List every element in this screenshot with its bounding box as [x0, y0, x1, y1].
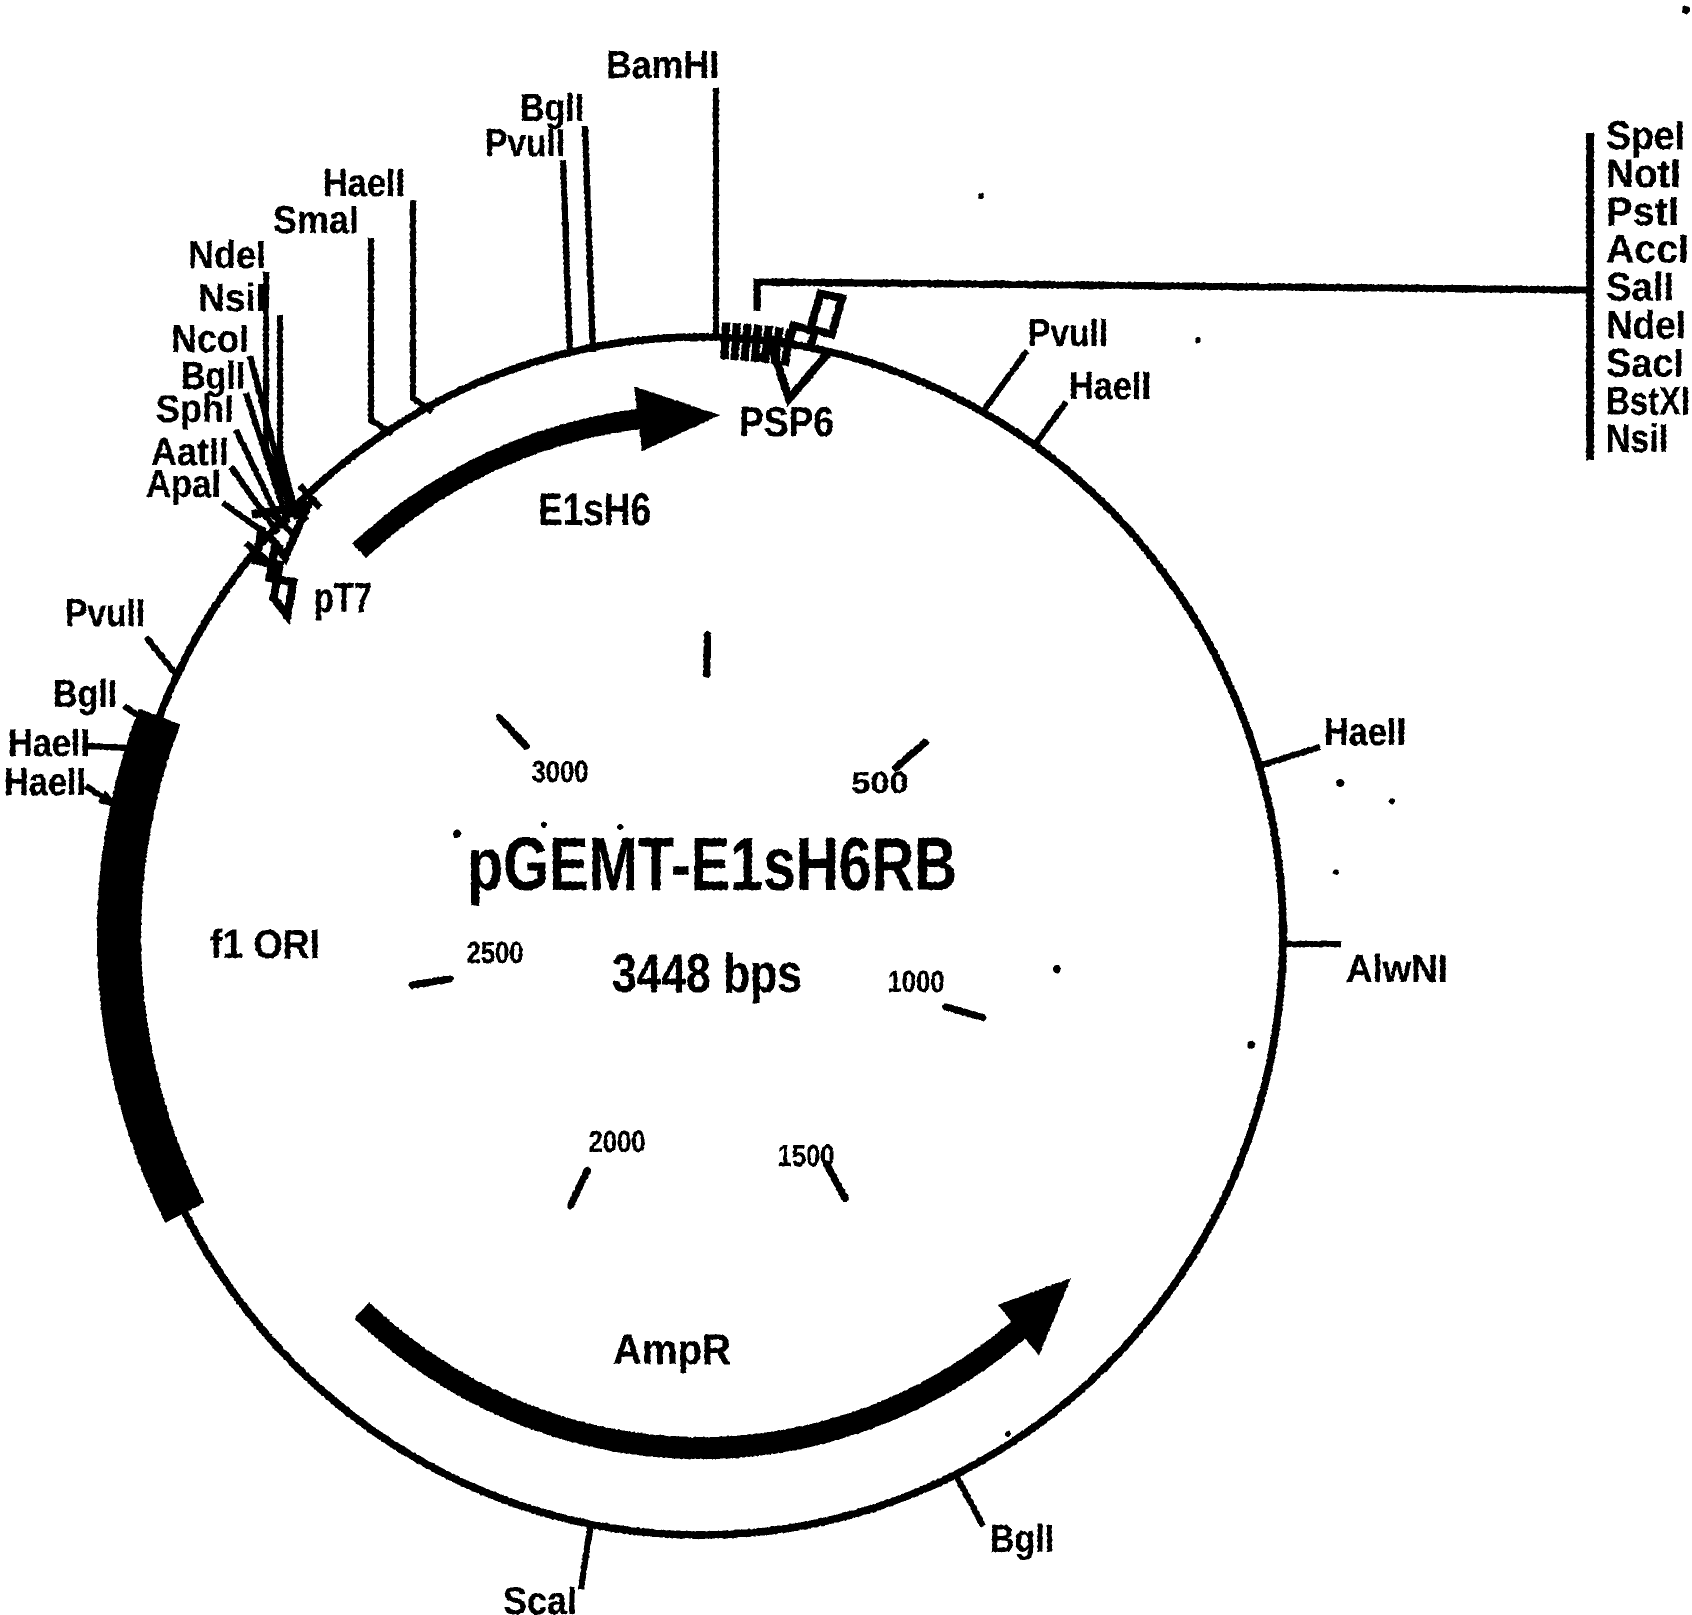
scan-speckle-2	[978, 193, 984, 199]
mcs-site-label-NdeI: NdeI	[1606, 304, 1686, 348]
scan-speckle-9	[617, 824, 623, 830]
mcs-site-label-BstXI: BstXI	[1606, 379, 1690, 423]
scan-speckle-6	[1247, 1041, 1255, 1049]
site-label-HaeII-17: HaeII	[1069, 365, 1151, 408]
site-leader-PvuII-12	[143, 635, 180, 678]
scale-tick-3000	[495, 713, 530, 750]
feature-arrow-body-AmpR	[354, 1302, 1027, 1460]
scale-number-3000: 3000	[532, 754, 589, 789]
site-label-BglI-13: BglI	[53, 673, 117, 716]
scale-tick-1000	[942, 1003, 987, 1022]
scan-speckle-8	[541, 822, 547, 828]
site-leader-AatII-10	[228, 465, 281, 535]
site-leader-HaeII-3	[410, 200, 434, 415]
scan-speckle-3	[1336, 779, 1344, 787]
cluster-tick-mcs-top-2	[740, 323, 752, 362]
promoter-label-PSP6: PSP6	[739, 398, 834, 445]
mcs-site-label-NsiI: NsiI	[1606, 417, 1668, 461]
site-label-NdeI-5: NdeI	[188, 234, 266, 277]
promoter-label-pT7: pT7	[314, 574, 372, 621]
site-leader-arrowhead-HaeII	[97, 790, 121, 809]
promoter-arrow-pT7	[251, 499, 315, 626]
feature-label-f1-ORI: f1 ORI	[210, 921, 320, 967]
scan-speckle-13	[1005, 1431, 1011, 1437]
scale-number-2000: 2000	[589, 1124, 646, 1159]
site-label-BglI-20: BglI	[990, 1518, 1054, 1561]
site-label-SphI-9: SphI	[156, 388, 234, 431]
site-leader-SmaI-4	[368, 238, 394, 437]
site-leader-BglI-8	[243, 392, 291, 524]
site-label-PvuII-2: PvuII	[485, 122, 565, 165]
scan-speckle-7	[453, 830, 461, 838]
site-label-SmaI-4: SmaI	[273, 199, 359, 242]
scale-number-2500: 2500	[467, 935, 524, 970]
scale-tick-500	[892, 738, 929, 772]
scan-speckle-10	[1053, 965, 1061, 973]
plasmid-size: 3448 bps	[612, 942, 802, 1004]
mcs-site-label-AccI: AccI	[1606, 228, 1689, 272]
mcs-site-label-PstI: PstI	[1606, 190, 1679, 234]
scale-number-1500: 1500	[778, 1138, 835, 1173]
mcs-site-label-SacI: SacI	[1606, 341, 1684, 385]
scale-tick-0	[703, 631, 712, 678]
site-leader-PvuII-16	[981, 349, 1030, 412]
scan-speckle-5	[1333, 869, 1339, 875]
site-leader-NcoI-7	[247, 355, 295, 518]
scan-speckle-12	[656, 1344, 662, 1350]
site-leader-PvuII-2	[560, 159, 573, 356]
scan-speckle-4	[1389, 798, 1395, 804]
site-label-NsiI-6: NsiI	[198, 277, 266, 320]
site-label-ScaI-21: ScaI	[503, 1580, 577, 1615]
site-leader-BglI-1	[582, 125, 596, 353]
site-label-AatII-10: AatII	[151, 431, 229, 474]
site-leader-HaeII-18	[1258, 744, 1321, 769]
cluster-tick-mcs-top-3	[750, 324, 763, 363]
site-label-AlwNI-19: AlwNI	[1346, 948, 1448, 991]
site-label-PvuII-16: PvuII	[1028, 312, 1108, 355]
scale-tick-2000	[566, 1166, 592, 1210]
promoter-arrow-PSP6	[763, 289, 848, 408]
feature-label-E1sH6: E1sH6	[538, 484, 651, 535]
cluster-tick-mcs-top-0	[720, 322, 730, 360]
scale-number-1000: 1000	[888, 964, 945, 999]
feature-arrow-body-E1sH6	[352, 408, 641, 559]
site-leader-NsiI-6	[277, 315, 300, 520]
scale-tick-1500	[822, 1160, 849, 1202]
site-label-NcoI-7: NcoI	[171, 318, 249, 361]
feature-band-f1-ORI	[97, 708, 205, 1223]
site-label-HaeII-3: HaeII	[323, 162, 405, 205]
mcs-connector-line	[753, 278, 1591, 311]
site-label-HaeII-15: HaeII	[4, 761, 86, 804]
scale-number-500: 500	[852, 765, 909, 800]
scan-speckle-1	[1195, 337, 1201, 343]
site-label-HaeII-14: HaeII	[8, 722, 90, 765]
plasmid-title: pGEMT-E1sH6RB	[467, 822, 957, 906]
feature-arrow-head-E1sH6	[634, 386, 720, 452]
feature-arrow-head-AmpR	[997, 1278, 1071, 1356]
site-label-BglI-8: BglI	[181, 355, 245, 398]
mcs-site-label-SalI: SalI	[1606, 266, 1674, 310]
site-label-ApaI-11: ApaI	[146, 463, 221, 506]
site-leader-BglI-13	[122, 703, 159, 732]
site-label-HaeII-18: HaeII	[1324, 711, 1406, 754]
scale-tick-2500	[408, 975, 454, 989]
site-label-BamHI-0: BamHI	[606, 44, 719, 87]
scan-speckle-11	[1682, 6, 1690, 14]
feature-label-AmpR: AmpR	[613, 1326, 731, 1374]
cluster-tick-mcs-top-1	[730, 322, 741, 361]
scan-speckle-0	[756, 353, 764, 361]
site-label-BglI-1: BglI	[520, 87, 584, 130]
site-leader-ScaI-21	[578, 1526, 593, 1590]
mcs-site-label-NotI: NotI	[1606, 152, 1681, 196]
site-label-PvuII-12: PvuII	[65, 592, 145, 635]
site-leader-BglI-20	[954, 1475, 986, 1528]
cluster-tick-mcs-pt7-4	[297, 483, 323, 510]
site-leader-HaeII-17	[1031, 400, 1069, 448]
site-leader-HaeII-14	[87, 743, 129, 751]
mcs-site-label-SpeI: SpeI	[1606, 114, 1685, 158]
